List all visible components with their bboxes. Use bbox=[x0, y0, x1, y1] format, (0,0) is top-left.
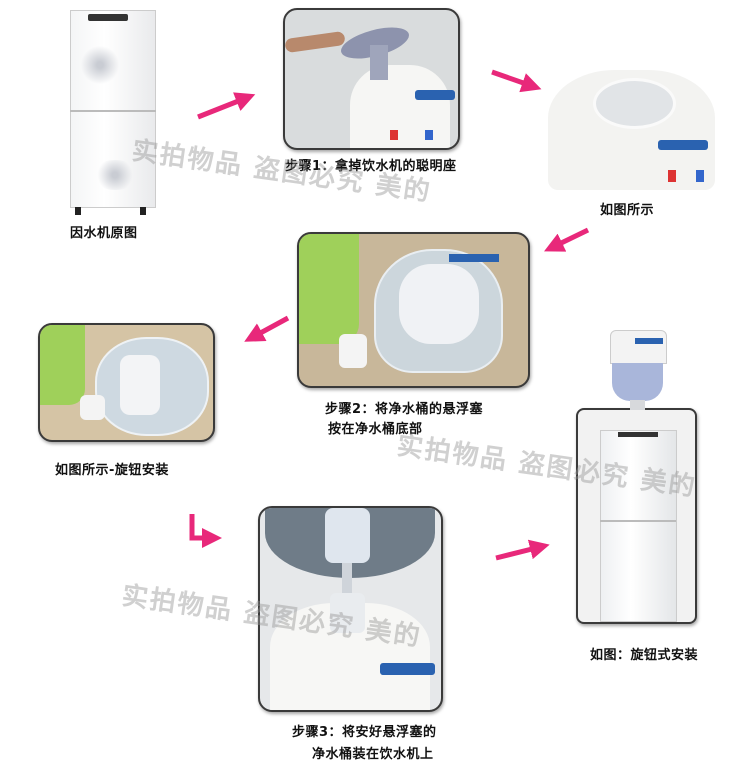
caption-step3-line1: 步骤3：将安好悬浮塞的 bbox=[292, 725, 437, 740]
caption-shown1: 如图所示 bbox=[600, 203, 655, 218]
caption-final: 如图：旋钮式安装 bbox=[590, 648, 699, 663]
caption-step3-line2: 净水桶装在饮水机上 bbox=[312, 747, 434, 762]
arrow-left-down-icon bbox=[544, 227, 590, 252]
arrow-left-down-icon bbox=[244, 315, 290, 342]
caption-shown2: 如图所示-旋钮安装 bbox=[55, 463, 169, 478]
arrow-right-down-icon bbox=[491, 69, 542, 93]
arrow-right-icon bbox=[495, 539, 550, 561]
knob-installation-photo bbox=[38, 323, 215, 442]
step2-photo bbox=[297, 232, 530, 388]
caption-original: 因水机原图 bbox=[70, 226, 138, 241]
water-dispenser-original-photo bbox=[70, 10, 156, 215]
step1-photo bbox=[283, 8, 460, 150]
dispenser-top-without-seat-photo bbox=[548, 70, 715, 190]
caption-step1: 步骤1：拿掉饮水机的聪明座 bbox=[285, 159, 457, 174]
final-installed-photo bbox=[576, 408, 697, 624]
step3-photo bbox=[258, 506, 443, 712]
filter-bucket-photo bbox=[610, 330, 667, 410]
caption-step2-line2: 按在净水桶底部 bbox=[328, 422, 423, 437]
caption-step2-line1: 步骤2：将净水桶的悬浮塞 bbox=[325, 402, 484, 417]
arrow-right-up-icon bbox=[197, 92, 256, 120]
arrow-corner-right-icon bbox=[189, 514, 222, 548]
